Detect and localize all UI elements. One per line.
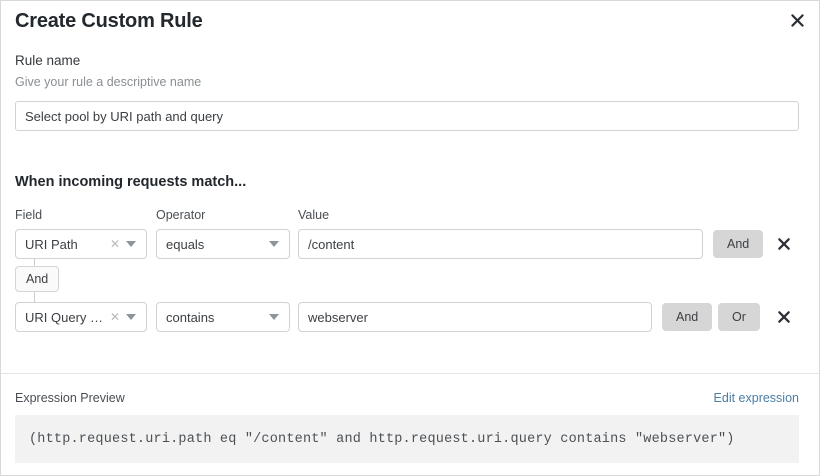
match-section-heading: When incoming requests match... — [15, 174, 247, 190]
logic-and-button-row-2[interactable]: And — [662, 303, 713, 331]
connector-and-tag[interactable]: And — [15, 266, 60, 292]
column-header-value: Value — [298, 208, 330, 222]
section-divider — [1, 373, 819, 374]
clear-icon[interactable]: ✕ — [109, 236, 120, 251]
chevron-down-icon[interactable] — [269, 241, 279, 247]
field-select-value-row-2: URI Query St... — [25, 309, 108, 325]
chevron-down-icon[interactable] — [126, 314, 136, 320]
connector-line-top — [34, 259, 35, 266]
close-icon — [790, 13, 805, 28]
operator-select-row-2[interactable]: contains — [156, 302, 290, 332]
expression-preview-code: (http.request.uri.path eq "/content" and… — [29, 431, 735, 447]
value-input-row-1[interactable] — [298, 229, 703, 259]
chevron-down-icon[interactable] — [126, 241, 136, 247]
expression-preview-box: (http.request.uri.path eq "/content" and… — [15, 415, 799, 463]
remove-condition-button-row-2[interactable] — [771, 303, 797, 331]
clear-icon[interactable]: ✕ — [109, 309, 120, 324]
logic-or-button-row-2[interactable]: Or — [718, 303, 760, 331]
expression-preview-label: Expression Preview — [15, 391, 125, 405]
operator-select-value-row-1: equals — [166, 236, 205, 252]
edit-expression-link[interactable]: Edit expression — [713, 391, 799, 405]
rule-name-input[interactable] — [15, 101, 799, 131]
field-select-row-1[interactable]: URI Path ✕ — [15, 229, 147, 259]
field-select-value-row-1: URI Path — [25, 236, 78, 252]
field-select-row-2[interactable]: URI Query St... ✕ — [15, 302, 147, 332]
chevron-down-icon[interactable] — [269, 314, 279, 320]
condition-row: URI Query St... ✕ contains And Or — [1, 302, 819, 332]
column-header-operator: Operator — [156, 208, 206, 222]
operator-select-value-row-2: contains — [166, 309, 215, 325]
value-input-row-2[interactable] — [298, 302, 652, 332]
logic-and-button-row-1[interactable]: And — [713, 230, 764, 258]
close-icon — [777, 237, 791, 251]
page-title: Create Custom Rule — [15, 10, 203, 32]
close-icon — [777, 310, 791, 324]
column-header-field: Field — [15, 208, 43, 222]
close-modal-button[interactable] — [785, 8, 809, 32]
rule-name-label: Rule name — [15, 53, 81, 68]
remove-condition-button-row-1[interactable] — [771, 230, 797, 258]
condition-row: URI Path ✕ equals And — [1, 229, 819, 259]
rule-name-help-text: Give your rule a descriptive name — [15, 75, 202, 89]
connector-line-bottom — [34, 292, 35, 303]
operator-select-row-1[interactable]: equals — [156, 229, 290, 259]
condition-connector: And — [1, 259, 121, 303]
